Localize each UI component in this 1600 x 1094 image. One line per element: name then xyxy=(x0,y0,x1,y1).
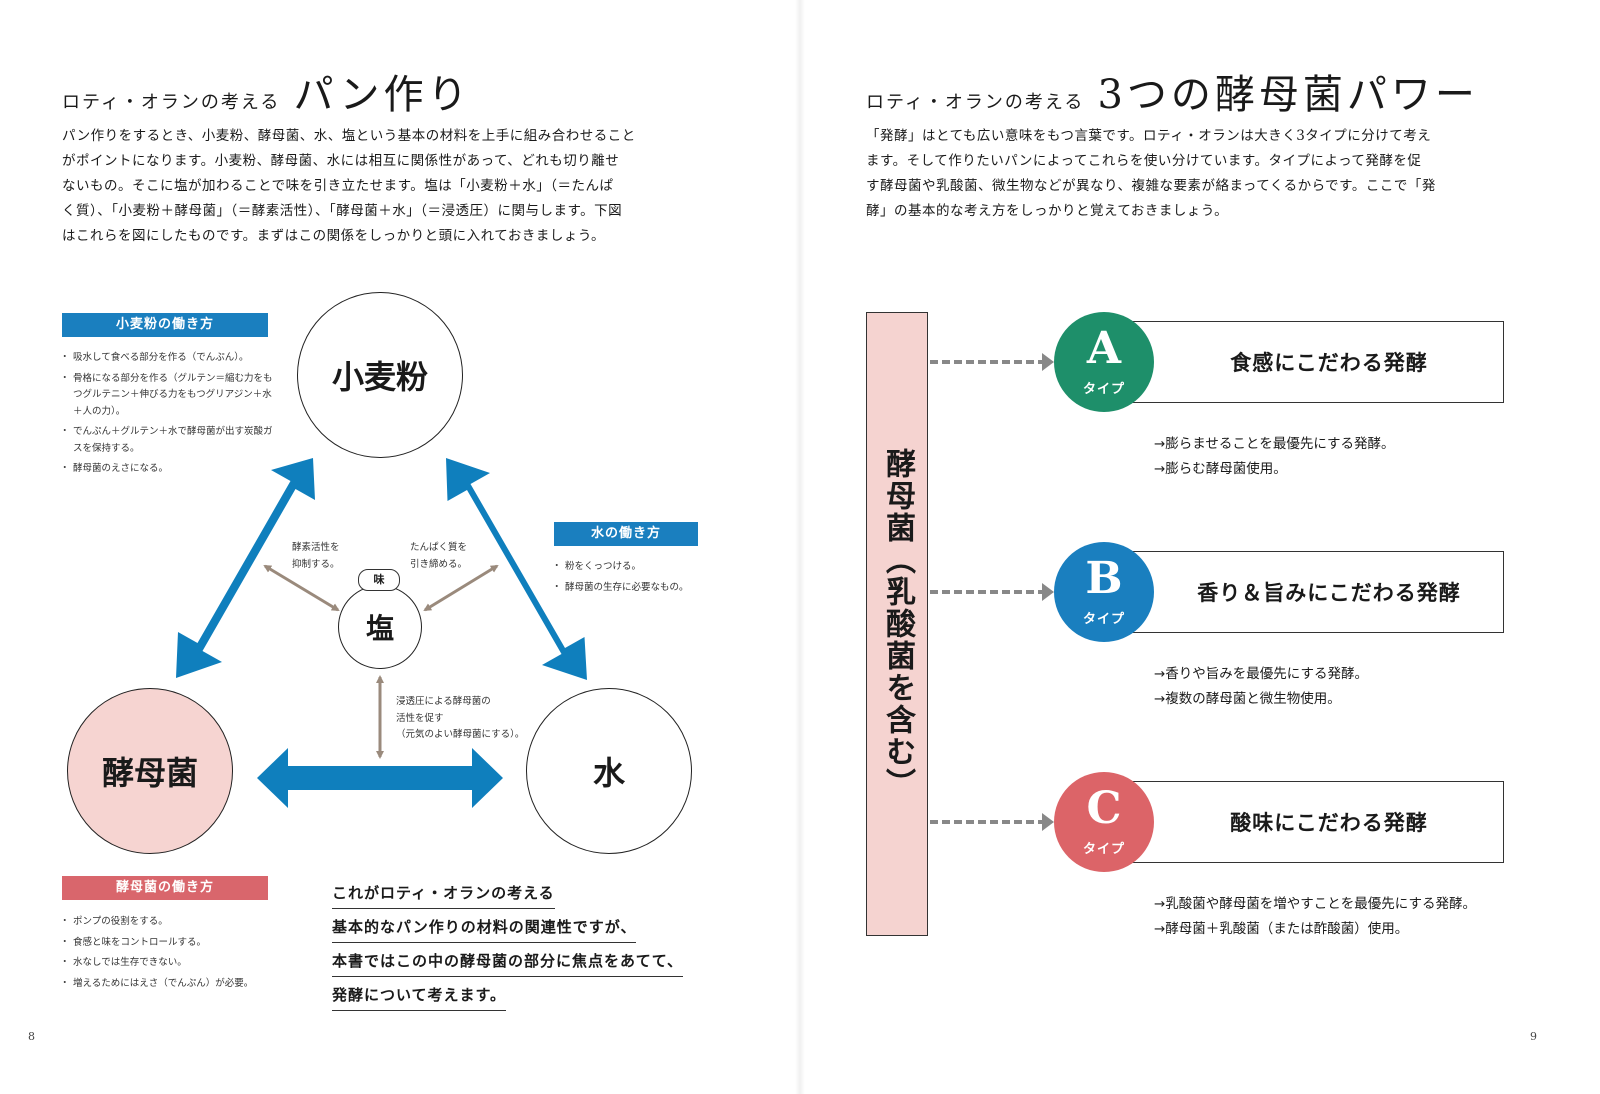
yeast-circle: 酵母菌 xyxy=(67,688,233,854)
intro-line: ないもの。そこに塩が加わることで味を引き立たせます。塩は「小麦粉＋水」（＝たんぱ xyxy=(62,178,614,194)
list-item: ポンプの役割をする。 xyxy=(60,914,292,931)
note-line: 浸透圧による酵母菌の xyxy=(396,696,491,707)
desc-line: →膨らませることを最優先にする発酵。 xyxy=(1154,436,1395,452)
flour-label: 小麦粉 xyxy=(331,358,428,396)
connector-arrowhead xyxy=(1042,813,1054,831)
taste-tag: 味 xyxy=(358,569,400,591)
arrow-flour-yeast xyxy=(176,458,315,678)
list-item: 酵母菌の生存に必要なもの。 xyxy=(552,580,724,597)
list-item: 増えるためにはえさ（でんぷん）が必要。 xyxy=(60,976,292,993)
salt-circle: 塩 xyxy=(338,585,422,669)
summary-line: 発酵について考えます。 xyxy=(332,984,507,1011)
intro-line: がポイントになります。小麦粉、酵母菌、水には相互に関係性があって、どれも切り離せ xyxy=(62,153,620,169)
type-a-title-box: 食感にこだわる発酵 xyxy=(1104,321,1504,403)
type-b-desc: →香りや旨みを最優先にする発酵。 →複数の酵母菌と微生物使用。 xyxy=(1154,662,1368,712)
page-gutter xyxy=(795,0,805,1094)
list-item: 吸水して食べる部分を作る（でんぷん）。 xyxy=(60,350,274,367)
arrow-salt-protein xyxy=(423,564,499,612)
note-line: 抑制する。 xyxy=(292,558,340,570)
ingredient-arrows xyxy=(176,458,587,808)
connector-arrowhead xyxy=(1042,353,1054,371)
note-line: 引き締める。 xyxy=(410,558,468,570)
pillar-label: 酵母菌（乳酸菌を含む） xyxy=(880,448,915,800)
left-heading: ロティ・オランの考える パン作り xyxy=(62,62,471,120)
water-role-label: 水の働き方 xyxy=(554,522,698,546)
yeast-role-list: ポンプの役割をする。 食感と味をコントロールする。 水なしでは生存できない。 増… xyxy=(60,914,292,996)
page-number-right: 9 xyxy=(1530,1030,1537,1043)
desc-line: →膨らむ酵母菌使用。 xyxy=(1154,461,1287,477)
yeast-label: 酵母菌 xyxy=(101,754,198,792)
list-item: 骨格になる部分を作る（グルテン＝縮む力をもつグルテニン＋伸びる力をもつグリアジン… xyxy=(60,371,274,421)
intro-line: パン作りをするとき、小麦粉、酵母菌、水、塩という基本の材料を上手に組み合わせるこ… xyxy=(62,128,636,144)
osmosis-note: 浸透圧による酵母菌の 活性を促す （元気のよい酵母菌にする）。 xyxy=(396,694,524,744)
type-a-sub: タイプ xyxy=(1082,382,1125,397)
flour-circle: 小麦粉 xyxy=(297,292,463,458)
list-item: 水なしでは生存できない。 xyxy=(60,955,292,972)
flour-role-list: 吸水して食べる部分を作る（でんぷん）。 骨格になる部分を作る（グルテン＝縮む力を… xyxy=(60,350,274,482)
left-kicker: ロティ・オランの考える xyxy=(62,92,281,113)
right-intro: 「発酵」はとても広い意味をもつ言葉です。ロティ・オランは大きく3タイプに分けて考… xyxy=(866,124,1466,224)
intro-line: く質）、「小麦粉＋酵母菌」（＝酵素活性）、「酵母菌＋水」（＝浸透圧）に関与します… xyxy=(62,203,623,219)
protein-note: たんぱく質を 引き締める。 xyxy=(410,540,467,573)
yeast-role-label: 酵母菌の働き方 xyxy=(62,876,268,900)
type-c-title: 酸味にこだわる発酵 xyxy=(1230,811,1428,835)
arrow-flour-water xyxy=(446,458,587,680)
note-line: （元気のよい酵母菌にする）。 xyxy=(396,729,525,740)
type-c-letter: C xyxy=(1086,783,1122,834)
left-intro: パン作りをするとき、小麦粉、酵母菌、水、塩という基本の材料を上手に組み合わせるこ… xyxy=(62,124,662,249)
type-b-title: 香り＆旨みにこだわる発酵 xyxy=(1197,581,1461,605)
dashed-connector xyxy=(930,820,1046,824)
water-circle: 水 xyxy=(526,688,692,854)
right-title: 3つの酵母菌パワー xyxy=(1097,72,1479,118)
type-c-sub: タイプ xyxy=(1082,842,1125,857)
desc-line: →香りや旨みを最優先にする発酵。 xyxy=(1154,666,1368,682)
type-b-title-box: 香り＆旨みにこだわる発酵 xyxy=(1104,551,1504,633)
type-c-desc: →乳酸菌や酵母菌を増やすことを最優先にする発酵。 →酵母菌＋乳酸菌（または酢酸菌… xyxy=(1154,892,1476,942)
connector-arrowhead xyxy=(1042,583,1054,601)
type-c-title-box: 酸味にこだわる発酵 xyxy=(1104,781,1504,863)
dashed-connector xyxy=(930,360,1046,364)
type-c-badge: C タイプ xyxy=(1054,772,1154,872)
list-item: でんぷん＋グルテン＋水で酵母菌が出す炭酸ガスを保持する。 xyxy=(60,424,274,457)
water-role-list: 粉をくっつける。 酵母菌の生存に必要なもの。 xyxy=(552,559,724,600)
left-title: パン作り xyxy=(293,72,472,118)
desc-line: →酵母菌＋乳酸菌（または酢酸菌）使用。 xyxy=(1154,921,1409,937)
right-heading: ロティ・オランの考える 3つの酵母菌パワー xyxy=(866,62,1479,120)
arrow-yeast-water xyxy=(257,748,503,808)
type-a-desc: →膨らませることを最優先にする発酵。 →膨らむ酵母菌使用。 xyxy=(1154,432,1395,482)
intro-line: 酵」の基本的な考え方をしっかりと覚えておきましょう。 xyxy=(866,203,1229,219)
type-b-letter: B xyxy=(1085,553,1123,604)
intro-line: はこれらを図にしたものです。まずはこの関係をしっかりと頭に入れておきましょう。 xyxy=(62,228,606,244)
note-line: たんぱく質を xyxy=(410,542,468,553)
dashed-connector xyxy=(930,590,1046,594)
list-item: 粉をくっつける。 xyxy=(552,559,724,576)
yeast-pillar: 酵母菌（乳酸菌を含む） xyxy=(866,312,928,936)
right-kicker: ロティ・オランの考える xyxy=(866,92,1085,113)
note-line: 活性を促す xyxy=(396,712,444,724)
summary-line: 基本的なパン作りの材料の関連性ですが、 xyxy=(332,916,637,943)
list-item: 酵母菌のえさになる。 xyxy=(60,461,274,478)
intro-line: ます。そして作りたいパンによってこれらを使い分けています。タイプによって発酵を促 xyxy=(866,153,1422,169)
type-b-sub: タイプ xyxy=(1082,612,1125,627)
list-item: 食感と味をコントロールする。 xyxy=(60,935,292,952)
type-a-badge: A タイプ xyxy=(1054,312,1154,412)
intro-line: す酵母菌や乳酸菌、微生物などが異なり、複雑な要素が絡まってくるからです。ここで「… xyxy=(866,178,1436,194)
flour-role-label: 小麦粉の働き方 xyxy=(62,313,268,337)
water-label: 水 xyxy=(592,754,625,792)
desc-line: →複数の酵母菌と微生物使用。 xyxy=(1154,691,1341,707)
type-a-letter: A xyxy=(1086,323,1122,374)
summary-line: これがロティ・オランの考える xyxy=(332,882,555,909)
page-number-left: 8 xyxy=(28,1030,35,1043)
note-line: 酵素活性を xyxy=(292,542,340,553)
type-b-badge: B タイプ xyxy=(1054,542,1154,642)
enzyme-note: 酵素活性を 抑制する。 xyxy=(292,540,340,573)
salt-label: 塩 xyxy=(365,612,394,645)
summary-line: 本書ではこの中の酵母菌の部分に焦点をあてて、 xyxy=(332,950,683,977)
desc-line: →乳酸菌や酵母菌を増やすことを最優先にする発酵。 xyxy=(1154,896,1476,912)
type-a-title: 食感にこだわる発酵 xyxy=(1230,351,1428,375)
intro-line: 「発酵」はとても広い意味をもつ言葉です。ロティ・オランは大きく3タイプに分けて考… xyxy=(866,128,1432,144)
arrow-salt-enzyme xyxy=(263,564,340,612)
